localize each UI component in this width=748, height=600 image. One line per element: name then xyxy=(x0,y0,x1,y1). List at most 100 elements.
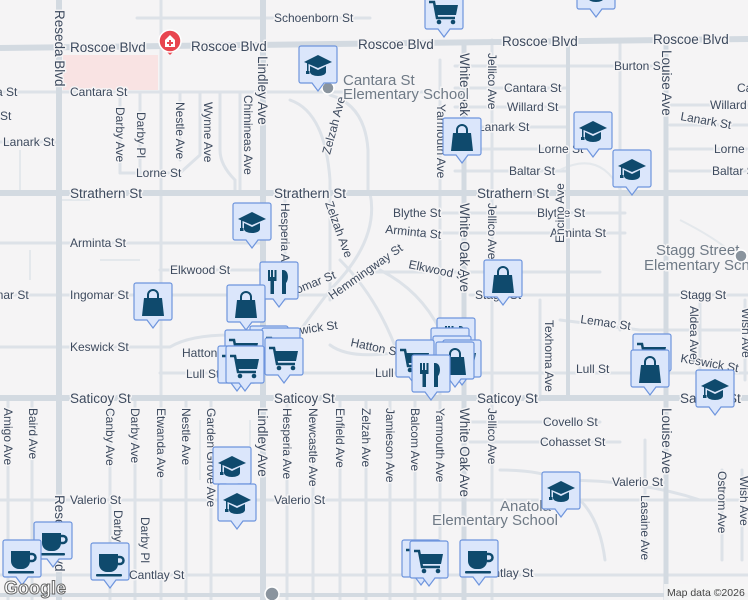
street-label: Darby Ave xyxy=(113,107,127,162)
street-label: Baird Ave xyxy=(26,408,40,459)
street-label: Valerio St xyxy=(70,493,122,507)
street-label: Etwanda Ave xyxy=(154,408,168,478)
place-label[interactable]: Anatola xyxy=(499,497,554,517)
street-label: Cantara St xyxy=(737,81,748,95)
street-label: Saticoy St xyxy=(274,391,335,406)
school-poi-icon[interactable] xyxy=(264,586,280,600)
school-marker[interactable] xyxy=(695,369,735,416)
street-label: Aldea Ave xyxy=(687,306,701,360)
cart-marker[interactable] xyxy=(264,337,304,384)
school-poi-icon[interactable] xyxy=(734,249,748,263)
street-label: Zelzah Ave xyxy=(359,408,373,467)
street-label: Baltar St xyxy=(509,164,556,178)
street-label: Keswick St xyxy=(70,340,129,354)
street-label: Cantara St xyxy=(504,81,562,95)
street-label: Lanark St xyxy=(478,120,530,134)
street-label: Louise Ave xyxy=(659,50,674,116)
place-label[interactable]: Elementary School xyxy=(342,85,471,105)
street-label: Amigo Ave xyxy=(1,408,15,465)
street-label: Jamieson Ave xyxy=(383,408,397,483)
street-label: Lemac St xyxy=(580,312,633,333)
school-marker[interactable] xyxy=(217,483,257,530)
cafe-marker[interactable] xyxy=(90,542,130,589)
place-label[interactable]: Elementary School xyxy=(643,256,748,276)
street-label: Baltar St xyxy=(712,164,748,178)
street-label: Darby Pl xyxy=(138,517,152,563)
street-label: Lanark St xyxy=(679,109,733,132)
street-label: Ingomar St xyxy=(0,288,29,302)
street-label: Strathern St xyxy=(477,186,549,201)
street-label: Hesperia Ave xyxy=(278,203,292,274)
street-label: Blythe St xyxy=(537,206,586,220)
street-label: Jellico Ave xyxy=(485,53,499,110)
street-label: Lorne St xyxy=(538,142,584,156)
street-label: Nestle Ave xyxy=(173,102,187,159)
place-label[interactable]: Elementary School xyxy=(431,511,560,531)
street-label: Reseda Blvd xyxy=(52,10,67,87)
street-label: Cohasset St xyxy=(540,435,606,449)
street-label: Covello St xyxy=(543,415,598,429)
street-label: White Oak Ave xyxy=(457,408,472,497)
map-attribution[interactable]: Map data ©2026 xyxy=(667,587,745,599)
street-label: Nestle Ave xyxy=(179,408,193,465)
street-label: Willard St xyxy=(507,100,559,114)
street-label: Saticoy St xyxy=(477,391,538,406)
street-label: Roscoe Blvd xyxy=(358,37,434,52)
shop-marker[interactable] xyxy=(630,349,670,396)
street-label: Darby Pl xyxy=(134,112,148,158)
street-label: Burton St xyxy=(614,59,665,73)
food-marker[interactable] xyxy=(411,354,451,401)
school-marker[interactable] xyxy=(576,0,616,18)
shop-marker[interactable] xyxy=(133,282,173,329)
street-label: Lindley Ave xyxy=(255,408,270,477)
street-label: White Oak Ave xyxy=(457,203,472,292)
street-label: Roscoe Blvd xyxy=(502,34,578,49)
street-label: Wish Ave xyxy=(739,308,748,358)
place-label[interactable]: Stagg Street xyxy=(655,241,742,261)
street-label: Enfield Ave xyxy=(333,408,347,468)
marker-pin xyxy=(217,483,257,530)
street-label: Blythe St xyxy=(393,206,442,220)
street-label: Wish Ave xyxy=(737,476,748,526)
street-label: Valerio St xyxy=(612,475,664,489)
street-label: Strathern St xyxy=(274,186,346,201)
street-label: Stagg St xyxy=(680,288,727,302)
street-label: Cantara St xyxy=(70,85,128,99)
street-label: Louise Ave xyxy=(659,408,674,474)
marker-pin xyxy=(411,354,451,401)
street-label: Encino Ave xyxy=(553,183,567,243)
street-label: Roscoe Blvd xyxy=(191,39,267,54)
street-label: Cantlay St xyxy=(129,568,185,582)
street-label: Wynne Ave xyxy=(201,102,215,163)
place-label[interactable]: Cantara St xyxy=(342,71,418,91)
street-label: Darby Ave xyxy=(128,408,142,463)
street-label: Chimineas Ave xyxy=(241,95,255,175)
street-label: Texhoma Ave xyxy=(542,320,556,392)
street-label: Zelzah Ave xyxy=(319,95,348,156)
hospital-icon xyxy=(165,35,175,47)
street-label: Lasaine Ave xyxy=(638,495,652,560)
street-label: Roscoe Blvd xyxy=(653,32,729,47)
google-logo: Google xyxy=(4,578,67,599)
street-label: Valerio St xyxy=(274,493,326,507)
shop-marker[interactable] xyxy=(226,284,266,331)
street-label: Saticoy St xyxy=(70,391,131,406)
street-label: Arminta St xyxy=(70,236,127,250)
hospital-marker[interactable] xyxy=(158,29,182,55)
street-label: Cantara St xyxy=(0,85,18,99)
street-label: Lindley Ave xyxy=(255,56,270,125)
street-label: Jellico Ave xyxy=(485,203,499,260)
street-label: Roscoe Blvd xyxy=(70,40,146,55)
street-label: Ingomar St xyxy=(70,288,129,302)
marker-pin xyxy=(695,369,735,416)
street-label: Strathern St xyxy=(70,186,142,201)
cart-marker[interactable] xyxy=(424,0,464,38)
street-label: Jellico Ave xyxy=(485,408,499,465)
street-label: Zelzah Ave xyxy=(322,199,355,260)
place-labels: Cantara St Elementary School Stagg Stree… xyxy=(264,71,748,600)
street-label: Willard St xyxy=(0,109,12,123)
street-label: Lanark St xyxy=(3,135,55,149)
commercial-area xyxy=(63,55,158,90)
